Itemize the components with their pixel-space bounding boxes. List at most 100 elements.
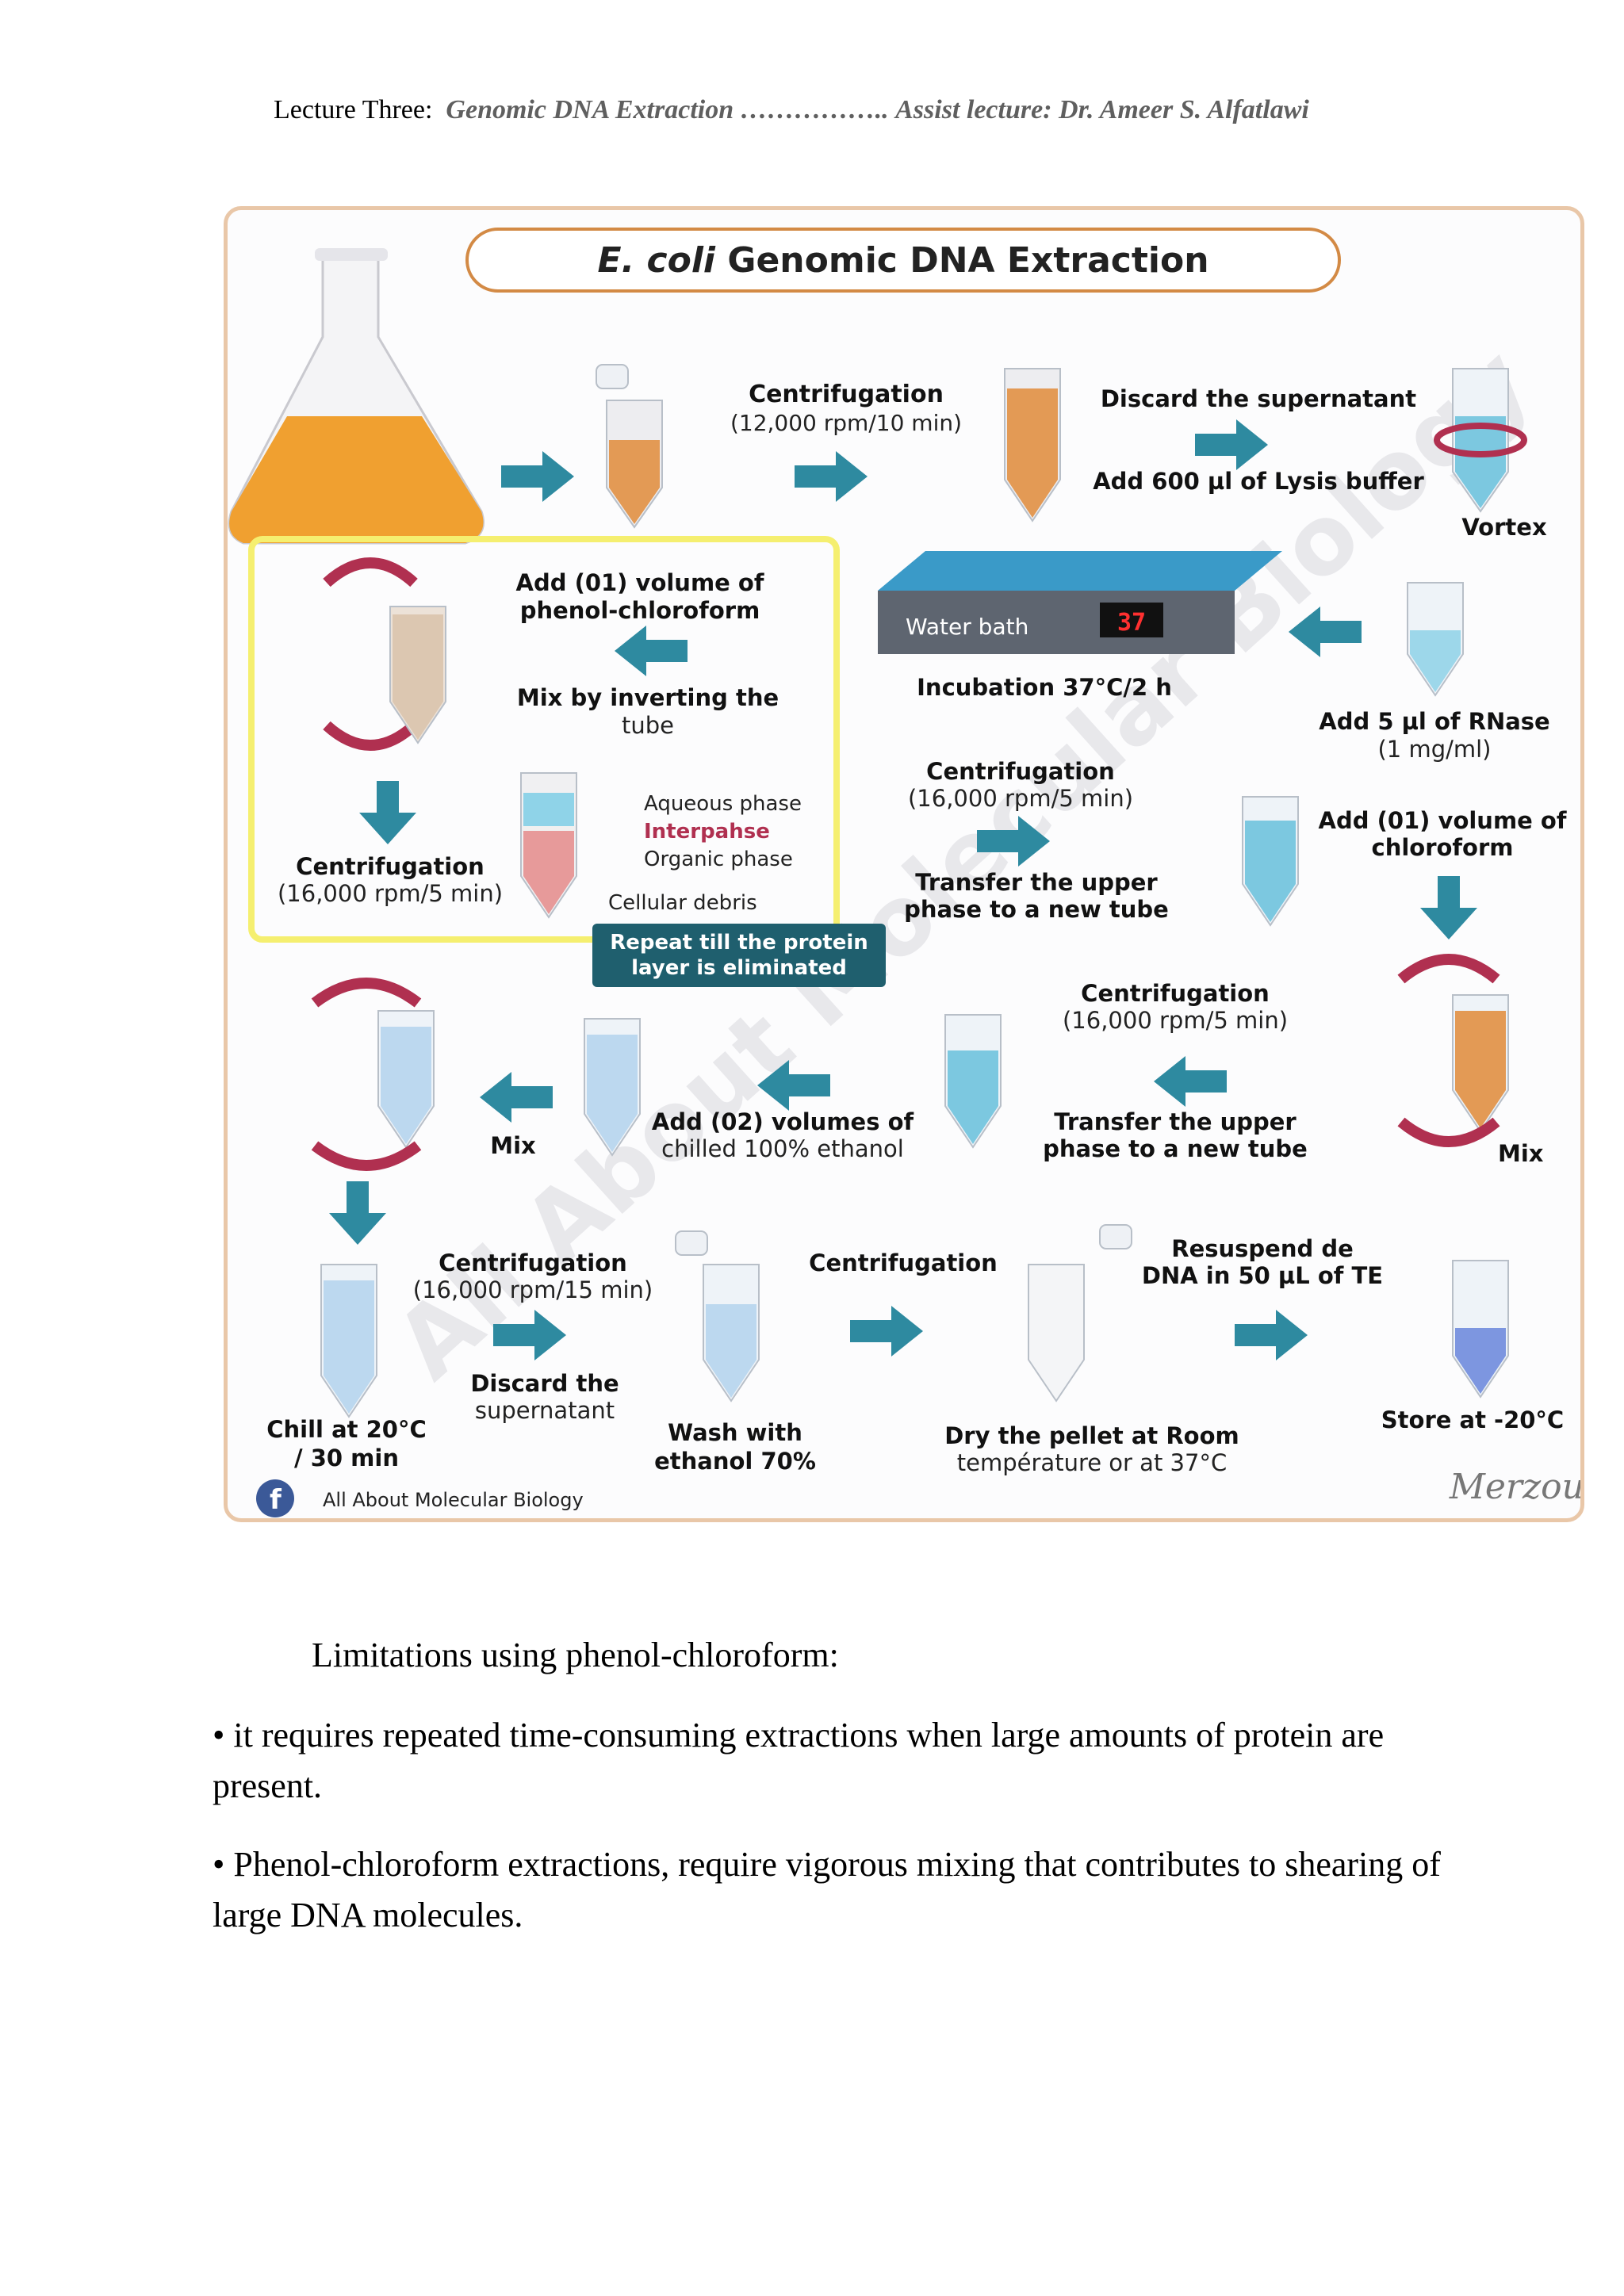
figure-title-italic: E. coli [597,240,715,281]
centrifugation-6-label: Centrifugation [809,1249,998,1276]
wash-label-1: Wash with [668,1419,802,1446]
add-chloroform-label-2: chloroform [1372,834,1514,861]
tube-icon [389,606,446,744]
rotate-arrow-icon [323,721,418,751]
discard-supernatant-label: Discard the supernatant [1101,385,1416,412]
incubation-label: Incubation 37°C/2 h [917,674,1172,701]
arrow-right-1 [501,451,574,502]
arrow-down-2 [1420,876,1477,939]
centrifugation-3-sub: (16,000 rpm/5 min) [908,785,1133,812]
rotate-arrow-icon [311,1141,422,1171]
add-rnase-label-2: (1 mg/ml) [1377,736,1491,763]
tube-icon [1452,994,1509,1133]
transfer-upper-2a: Transfer the upper [1054,1108,1297,1135]
tube-icon [377,1010,435,1149]
tube-icon [584,1018,641,1157]
footer-credit: All About Molecular Biology [323,1489,584,1511]
repeat-note-box [592,924,886,987]
signature: Merzoug [1449,1467,1584,1507]
interphase-label: Interpahse [644,820,770,844]
mix-right-label: Mix [1498,1140,1544,1167]
phase-tube-icon [520,772,577,919]
add-phenol-label-1: Add (01) volume of [516,569,764,596]
tube-icon [1452,1260,1509,1399]
arrow-right-5 [493,1310,566,1360]
organic-phase-label: Organic phase [644,848,793,871]
dry-label-2: température or at 37°C [957,1449,1227,1476]
cellular-debris-label: Cellular debris [608,891,757,915]
facebook-icon [256,1479,294,1517]
tube-icon [1407,582,1464,697]
tube-icon [1028,1224,1132,1402]
mix-inverting-label-2: tube [622,712,674,739]
centrifugation-2-label: Centrifugation [296,853,485,880]
add-ethanol-label-1: Add (02) volumes of [652,1108,914,1135]
limitation-bullet: • Phenol-chloroform extractions, require… [213,1845,1441,1934]
dna-extraction-figure: All About Molecular Biology E. coli Geno… [224,206,1584,1522]
aqueous-phase-label: Aqueous phase [644,792,802,816]
transfer-upper-1b: phase to a new tube [904,896,1169,923]
repeat-note-1: Repeat till the protein [610,931,868,955]
limitations-title: Limitations using phenol-chloroform: [312,1636,839,1674]
add-chloroform-label-1: Add (01) volume of [1319,807,1567,834]
rotate-arrow-icon [323,557,418,587]
repeat-note-2: layer is eliminated [631,956,847,980]
chill-label-2: / 30 min [294,1445,399,1471]
centrifugation-3-label: Centrifugation [926,758,1115,785]
tube-icon [1004,368,1061,522]
rotate-arrow-icon [1397,1117,1500,1147]
rotate-arrow-icon [1397,954,1500,984]
figure-title-rest: Genomic DNA Extraction [715,240,1209,281]
store-label: Store at -20°C [1381,1406,1564,1433]
centrifugation-4-label: Centrifugation [1081,980,1270,1007]
transfer-upper-2b: phase to a new tube [1043,1135,1308,1162]
centrifugation-4-sub: (16,000 rpm/5 min) [1063,1007,1288,1034]
arrow-right-3 [1195,419,1268,470]
centrifugation-2-sub: (16,000 rpm/5 min) [278,880,503,907]
flask-icon [228,248,485,545]
dry-label-1: Dry the pellet at Room [944,1422,1239,1449]
arrow-right-4 [977,816,1050,867]
resuspend-label-2: DNA in 50 µL of TE [1142,1262,1383,1289]
water-bath-icon [878,551,1282,654]
tube-icon [675,1230,760,1402]
temperature-display: 37 [1117,609,1146,637]
page-header: Lecture Three: Genomic DNA Extraction ……… [274,95,1463,125]
water-bath-label: Water bath [906,614,1028,640]
tube-icon [944,1014,1002,1149]
arrow-left-4 [757,1060,830,1111]
arrow-left-2 [1289,607,1362,657]
arrow-left-1 [615,626,688,676]
phenol-chloroform-box [248,536,840,943]
centrifugation-5-label: Centrifugation [439,1249,627,1276]
centrifugation-1-label: Centrifugation [749,381,944,408]
add-rnase-label-1: Add 5 µl of RNase [1319,708,1549,735]
discard-label-1: Discard the [470,1370,619,1397]
transfer-upper-1a: Transfer the upper [915,869,1158,896]
tube-icon [1434,368,1527,513]
centrifugation-1-sub: (12,000 rpm/10 min) [730,410,962,436]
arrow-right-2 [795,451,868,502]
limitation-bullet: • it requires repeated time-consuming ex… [213,1716,1385,1805]
discard-label-2: supernatant [475,1397,615,1424]
header-title: Genomic DNA Extraction …………….. [446,95,889,124]
add-lysis-label: Add 600 µl of Lysis buffer [1093,468,1424,495]
figure-title: E. coli Genomic DNA Extraction [597,240,1208,281]
chill-label-1: Chill at 20°C [266,1416,427,1443]
tube-icon [1242,796,1299,927]
vortex-label: Vortex [1461,514,1547,541]
arrow-left-3 [1154,1056,1227,1107]
add-ethanol-label-2: chilled 100% ethanol [661,1135,904,1162]
arrow-right-7 [1235,1310,1308,1360]
header-author: Assist lecture: Dr. Ameer S. Alfatlawi [895,95,1309,124]
header-prefix: Lecture Three: [274,95,433,124]
mix-inverting-label-1: Mix by inverting the [517,684,779,711]
resuspend-label-1: Resuspend de [1171,1235,1354,1262]
title-pill [465,228,1341,293]
mix-left-label: Mix [490,1132,536,1159]
arrow-right-6 [850,1306,923,1357]
arrow-down-1 [359,781,416,844]
arrow-down-3 [329,1181,386,1245]
arrow-left-5 [480,1072,553,1123]
svg-text:f: f [270,1484,282,1516]
